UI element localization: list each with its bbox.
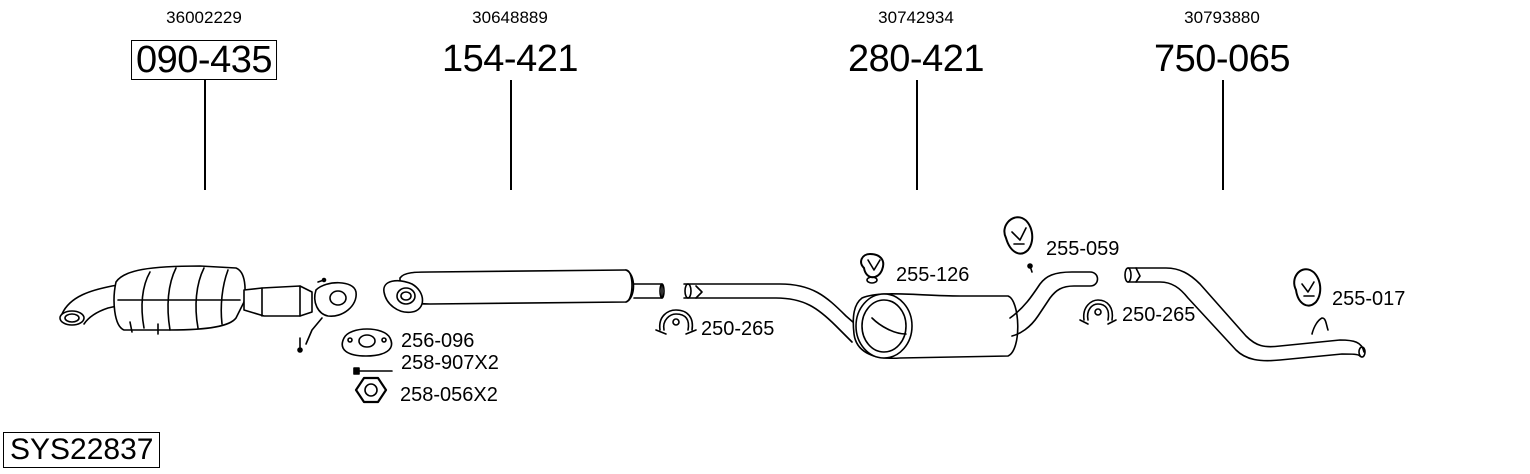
leader-line-750-065 bbox=[1222, 80, 1224, 190]
accessory-label-bolt[interactable]: 258-907X2 bbox=[401, 352, 499, 374]
leader-line-280-421 bbox=[916, 80, 918, 190]
part-number-tail-pipe[interactable]: 750-065 bbox=[1154, 38, 1290, 80]
tail-pipe-drawing bbox=[1124, 267, 1366, 362]
front-silencer-drawing bbox=[383, 269, 665, 314]
hanger-top-drawing bbox=[1003, 216, 1034, 255]
accessory-label-hanger-top[interactable]: 255-059 bbox=[1046, 238, 1120, 260]
accessory-label-hanger-rear[interactable]: 255-017 bbox=[1332, 288, 1406, 310]
oem-number: 30742934 bbox=[878, 8, 954, 27]
catalytic-converter-drawing bbox=[59, 265, 357, 353]
gasket-drawing bbox=[341, 328, 393, 357]
part-number-catalytic-converter[interactable]: 090-435 bbox=[131, 40, 277, 80]
rear-silencer-drawing bbox=[683, 263, 1099, 359]
accessory-label-nut[interactable]: 258-056X2 bbox=[400, 384, 498, 406]
part-number-rear-silencer[interactable]: 280-421 bbox=[848, 38, 984, 80]
accessory-label-gasket[interactable]: 256-096 bbox=[401, 330, 475, 352]
accessory-label-clamp-front[interactable]: 250-265 bbox=[701, 318, 775, 340]
oem-number: 36002229 bbox=[166, 8, 242, 27]
accessory-label-hanger-mid[interactable]: 255-126 bbox=[896, 264, 970, 286]
hanger-mid-drawing bbox=[860, 253, 885, 284]
accessory-label-clamp-rear[interactable]: 250-265 bbox=[1122, 304, 1196, 326]
clamp-front-drawing bbox=[655, 309, 697, 335]
bolt-drawing bbox=[353, 367, 393, 375]
clamp-rear-drawing bbox=[1079, 299, 1117, 325]
system-id: SYS22837 bbox=[3, 432, 161, 468]
leader-line-090-435 bbox=[204, 80, 206, 190]
part-number-front-silencer[interactable]: 154-421 bbox=[442, 38, 578, 80]
oem-number: 30648889 bbox=[472, 8, 548, 27]
nut-drawing bbox=[354, 376, 388, 404]
leader-line-154-421 bbox=[510, 80, 512, 190]
hanger-rear-drawing bbox=[1293, 268, 1322, 307]
oem-number: 30793880 bbox=[1184, 8, 1260, 27]
